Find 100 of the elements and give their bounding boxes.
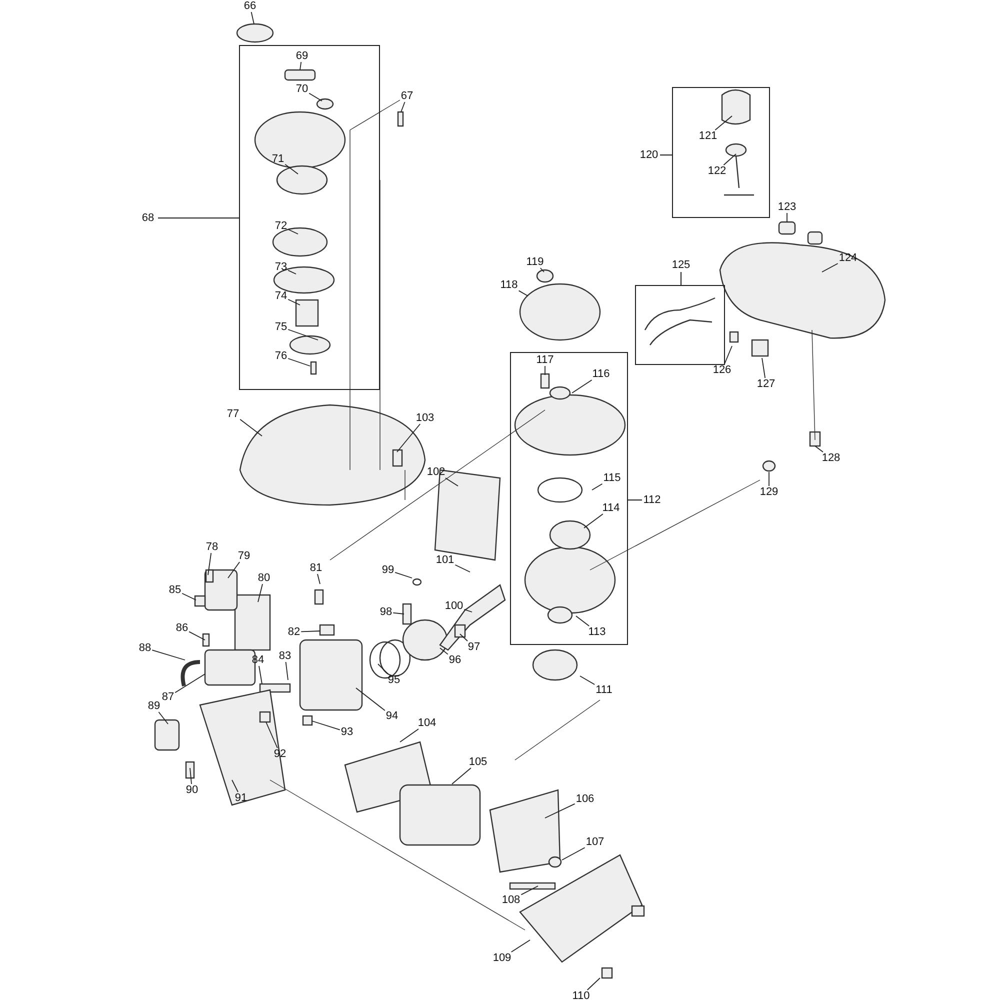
leader-line [208,552,212,576]
leader-line [540,268,544,272]
callout-number: 120 [638,149,660,161]
leader-line [288,298,300,306]
callout-number: 96 [448,654,462,666]
leader-line [460,634,468,642]
leader-line [584,514,604,528]
callout-number: 125 [670,259,692,271]
leader-line [454,564,470,572]
callout-number: 93 [340,726,354,738]
callout-number: 90 [184,784,200,796]
callout-number: 78 [204,541,220,553]
callout-number: 97 [466,641,482,653]
callout-number: 123 [776,201,798,213]
callout-number: 100 [444,600,464,612]
callout-number: 99 [380,564,396,576]
callout-number: 115 [602,472,622,484]
callout-number: 118 [499,279,519,291]
leader-line [592,483,603,490]
leader-line [356,688,386,711]
callout-number: 73 [274,261,288,273]
callout-number: 122 [706,165,728,177]
callout-number: 80 [256,572,272,584]
leader-line [228,562,240,578]
leader-line [266,722,278,748]
callout-number: 98 [378,606,394,618]
callout-number: 110 [571,990,591,1000]
leader-line [572,380,592,394]
callout-number: 106 [574,793,596,805]
leader-line [544,803,576,818]
leader-line [288,329,318,340]
leader-line [378,664,388,674]
leader-line [152,650,186,660]
leader-line [400,728,419,742]
leader-line [232,780,238,792]
leader-line [822,263,838,272]
callout-number: 89 [146,700,162,712]
callout-number: 109 [492,952,512,964]
callout-number: 85 [168,584,182,596]
callout-number: 69 [294,50,310,62]
callout-number: 86 [174,622,190,634]
leader-line [762,358,766,378]
leader-line [714,116,732,130]
leader-line [300,630,320,632]
leader-line [400,102,406,112]
callout-number: 70 [294,83,310,95]
callout-number: 113 [587,626,607,638]
callout-number: 108 [500,894,522,906]
callout-number: 128 [820,452,842,464]
callout-number: 77 [226,408,240,420]
leader-line [396,424,421,452]
leader-line [510,940,530,952]
callout-number: 83 [278,650,292,662]
leader-line [284,164,298,174]
callout-number: 74 [274,290,288,302]
callout-number: 111 [594,684,614,696]
leader-line [308,92,322,102]
leader-line [520,886,538,896]
leader-line [580,676,596,685]
leader-line [188,631,206,640]
leader-line [250,12,254,24]
callout-number: 66 [242,0,258,12]
callout-number: 116 [591,368,611,380]
leader-line [814,446,824,452]
leader-line [392,612,404,614]
leader-line [288,270,296,274]
leader-line [464,608,472,612]
callout-number: 105 [468,756,488,768]
callout-number: 94 [384,710,400,722]
callout-number: 68 [140,212,156,224]
callout-number: 79 [236,550,252,562]
callout-number: 103 [414,412,436,424]
leader-line [562,847,586,860]
leader-line [544,366,546,376]
callout-number: 126 [712,364,732,376]
leader-line [300,62,302,70]
callout-number: 104 [416,717,438,729]
callout-number: 88 [138,642,152,654]
callout-number: 82 [286,626,302,638]
leader-line [288,228,298,234]
leader-line [258,584,263,602]
leader-line [190,768,192,784]
callout-number: 71 [270,153,286,165]
leader-line [768,472,770,486]
callout-number: 91 [234,792,248,804]
callout-number: 112 [642,494,662,506]
leader-line [724,346,732,364]
leader-line [258,666,262,684]
leader-line [174,674,206,694]
callout-number: 76 [274,350,288,362]
leader-line [444,478,458,486]
callout-number: 124 [838,252,858,264]
leader-line [518,290,528,296]
leader-line [240,418,262,436]
callout-number: 75 [274,321,288,333]
leader-line [452,768,472,784]
callout-number: 129 [758,486,780,498]
callout-number: 95 [386,674,402,686]
leader-line [317,574,320,584]
leader-line [285,662,288,680]
